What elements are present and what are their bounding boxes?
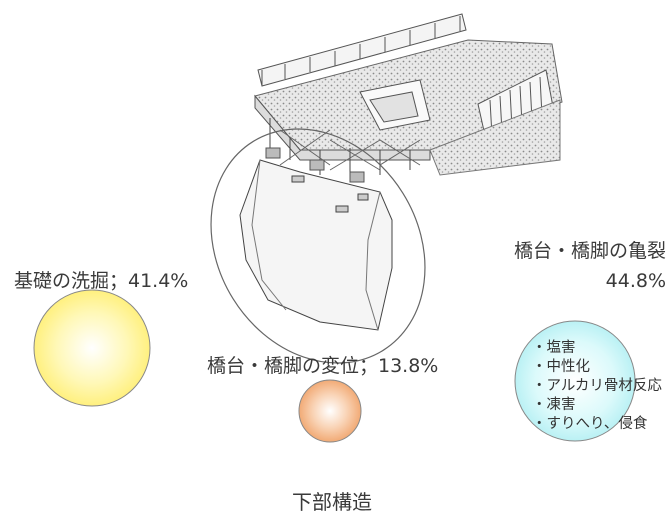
crack-cause-item: ・中性化 xyxy=(532,359,590,375)
footer-title: 下部構造 xyxy=(292,490,372,514)
scour-circle xyxy=(33,289,151,407)
crack-cause-list: ・塩害 ・中性化 ・アルカリ骨材反応 ・凍害 ・すりへり、侵食 xyxy=(532,339,664,434)
crack-cause-item: ・凍害 xyxy=(532,397,576,413)
crack-cause-item: ・アルカリ骨材反応 xyxy=(532,378,662,394)
crack-cause-item: ・塩害 xyxy=(532,340,576,356)
crack-circle xyxy=(514,320,636,442)
pier-highlight-ellipse xyxy=(210,128,426,364)
crack-cause-item: ・すりへり、侵食 xyxy=(532,416,648,432)
displacement-label: 橋台・橋脚の変位；13.8% xyxy=(207,355,439,377)
crack-title: 橋台・橋脚の亀裂 xyxy=(513,240,666,262)
pier-illustration xyxy=(239,159,393,331)
scour-label: 基礎の洗掘；41.4% xyxy=(14,270,189,292)
crack-value: 44.8% xyxy=(605,270,666,292)
displacement-circle xyxy=(298,379,362,443)
bridge-illustration xyxy=(254,13,563,183)
